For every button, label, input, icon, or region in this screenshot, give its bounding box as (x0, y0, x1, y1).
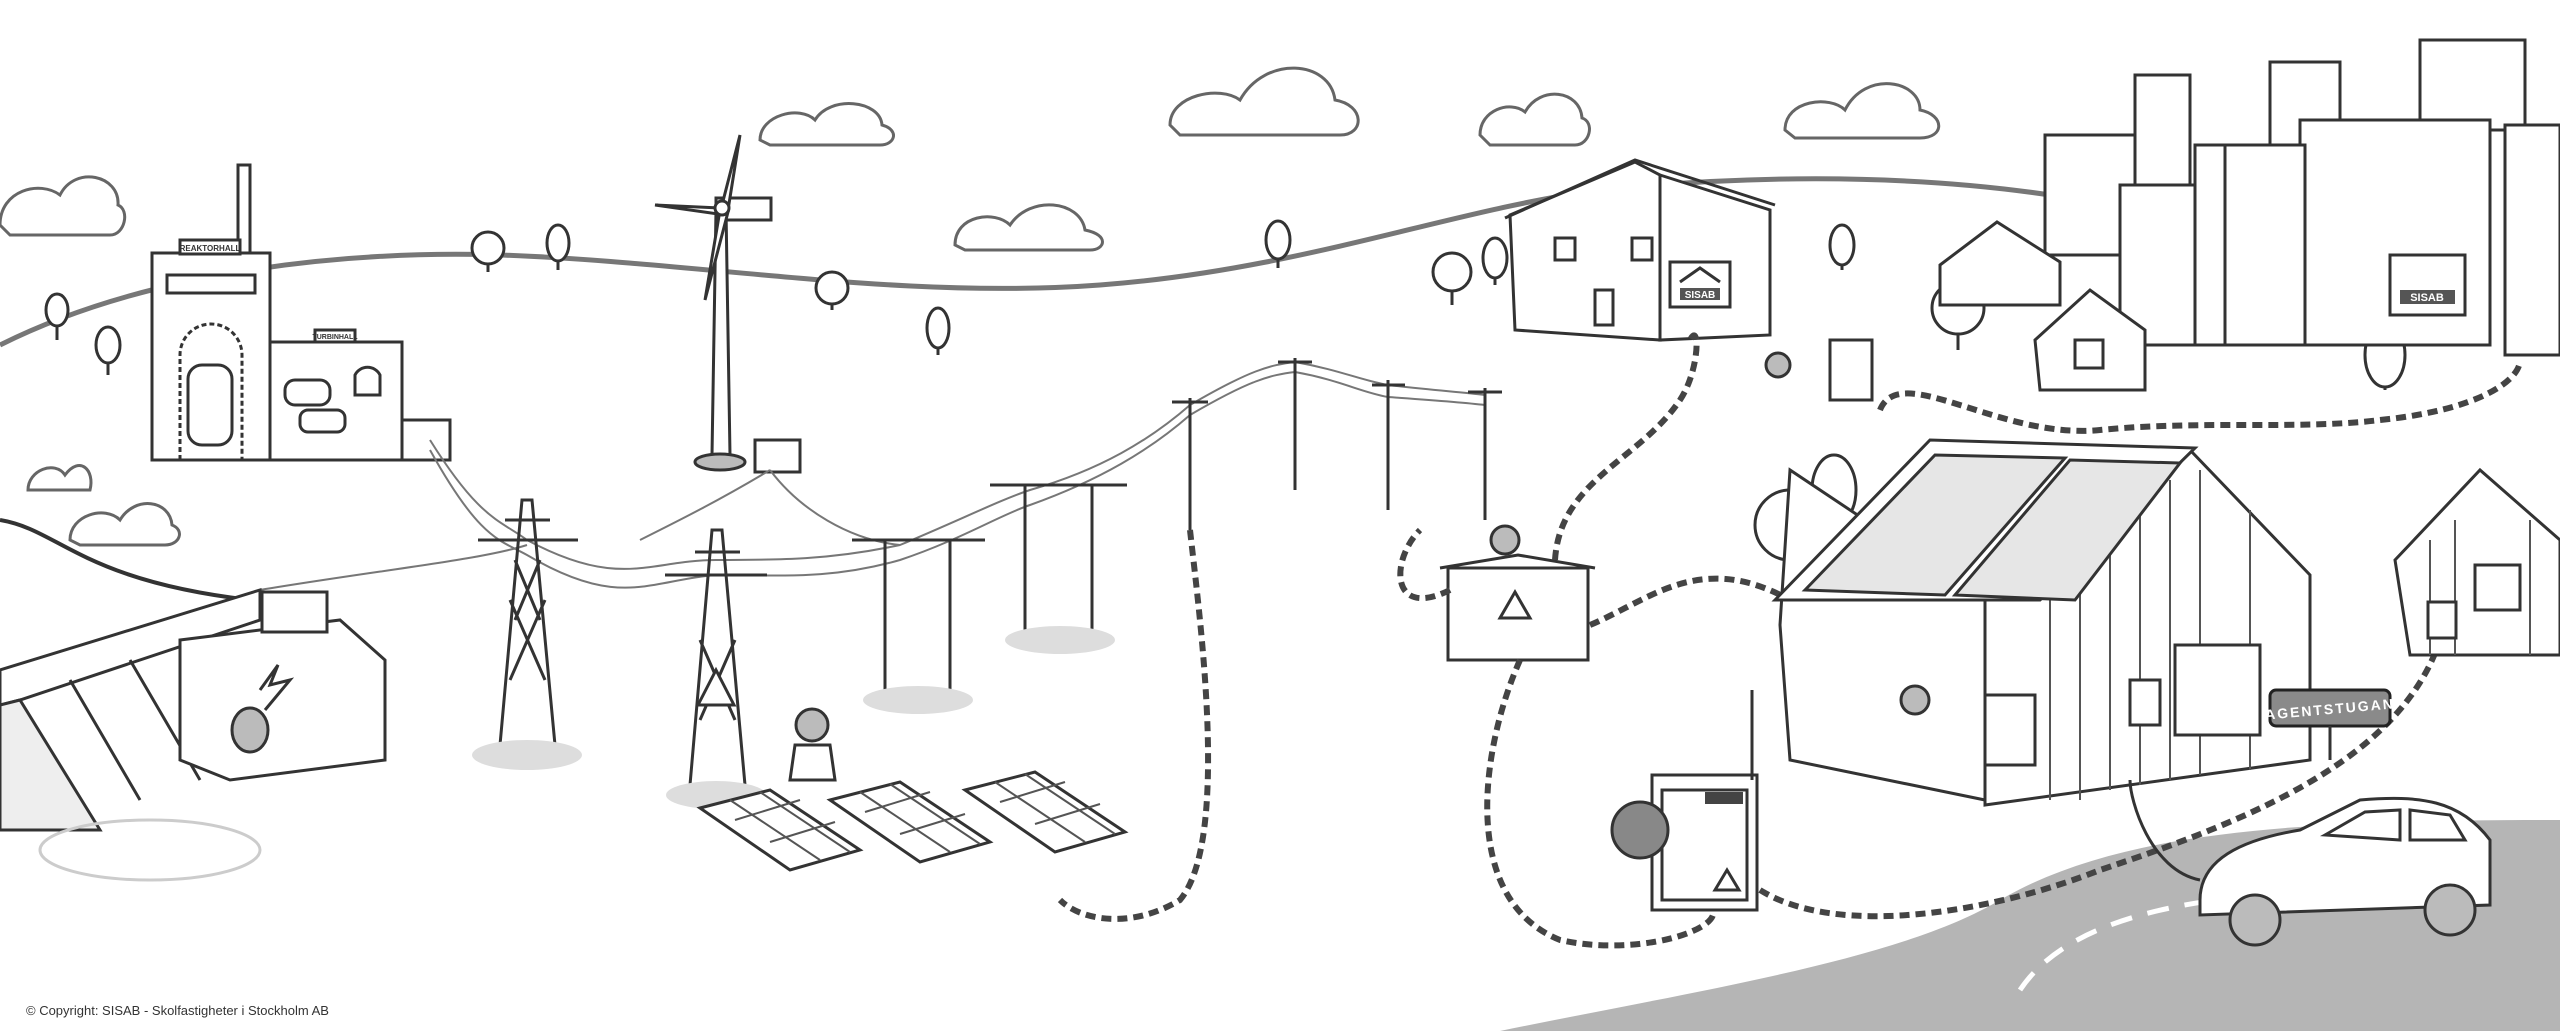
warning-sign-icon (695, 666, 737, 707)
child-figure (1899, 684, 1931, 716)
lattice-pylon (472, 498, 582, 770)
utility-pole (990, 483, 1127, 640)
cloud (953, 203, 1104, 252)
tree (94, 325, 122, 375)
warning-sign-icon (1712, 867, 1742, 892)
tree (1431, 251, 1473, 305)
technician-figure (1489, 524, 1521, 556)
utility-pole (852, 538, 985, 700)
utility-pole (1278, 358, 1312, 490)
electric-car (2128, 779, 2492, 947)
tree (545, 223, 571, 270)
small-house (2393, 467, 2560, 657)
wind-transformer (753, 438, 802, 474)
cloud (0, 175, 127, 237)
underground-cables (1057, 332, 2523, 949)
tree (470, 230, 506, 272)
house-sisab: SISAB (1504, 158, 1776, 342)
power-lines (259, 360, 1486, 591)
solar-panel (696, 788, 864, 872)
turbine-hall-sign (313, 328, 357, 344)
reactor-hall-sign (178, 238, 242, 256)
cloud (68, 502, 181, 547)
sisab-logo-text: SISAB (2410, 292, 2444, 304)
road-markings (2017, 892, 2261, 992)
cloud (26, 464, 93, 492)
child-figure (1610, 800, 1670, 860)
cloud (1783, 82, 1941, 140)
reactor-hall-label: REAKTORHALL (180, 244, 241, 253)
cloud (1478, 92, 1591, 147)
tree (44, 292, 70, 340)
child-figure (794, 707, 830, 743)
utility-pole (1372, 380, 1405, 510)
rooftop-solar-panel (1951, 458, 2183, 602)
turbine-hall-label: TURBINHALL (312, 334, 358, 341)
wheel (2228, 893, 2282, 947)
city-buildings: SISAB (1938, 38, 2560, 392)
utility-pole (1172, 398, 1208, 530)
cloud (1168, 66, 1360, 137)
meter-box (2426, 600, 2458, 640)
charging-cable (2128, 779, 2201, 882)
sisab-logo-sign (2388, 253, 2467, 317)
substation (1439, 524, 1596, 662)
tree (814, 270, 850, 310)
hydro-dam (0, 587, 387, 882)
lake-shore (0, 518, 251, 602)
turbine-blade (654, 203, 723, 216)
cloud (758, 102, 895, 147)
fuse-box (2128, 678, 2162, 727)
dam-transformer (260, 590, 329, 634)
solar-panel (961, 770, 1129, 854)
solar-panel (826, 780, 994, 864)
copyright-notice: © Copyright: SISAB - Skolfastigheter i S… (26, 1003, 329, 1018)
sisab-logo-text: SISAB (1685, 290, 1716, 301)
lightning-icon (258, 664, 295, 711)
tree (1828, 223, 1856, 270)
tree (925, 306, 951, 355)
nuclear-power-plant: REAKTORHALL TURBINHALL (150, 163, 452, 462)
tree (1264, 219, 1292, 268)
rooftop-solar-panel (1801, 453, 2069, 597)
street-cabinet (1610, 690, 1759, 912)
window (2173, 643, 2262, 737)
meter-cabinet (1828, 338, 1874, 402)
hill-line (0, 176, 2051, 348)
utility-pole (1468, 388, 1502, 520)
solar-panel-field (696, 770, 1129, 872)
power-station-building (178, 618, 387, 782)
cottage-agentstugan: AGENTSTUGAN (1771, 438, 2395, 807)
tree (1481, 236, 1509, 285)
generator (230, 706, 270, 754)
clouds (0, 66, 1941, 547)
electrical-cabinet (1983, 693, 2037, 767)
utility-poles (852, 358, 1502, 714)
wind-turbine (654, 134, 802, 474)
warning-sign-icon (1497, 588, 1533, 620)
lattice-pylon (665, 528, 767, 809)
child-figure (1764, 351, 1792, 379)
plant-transformer (400, 418, 452, 462)
wheel (2423, 883, 2477, 937)
